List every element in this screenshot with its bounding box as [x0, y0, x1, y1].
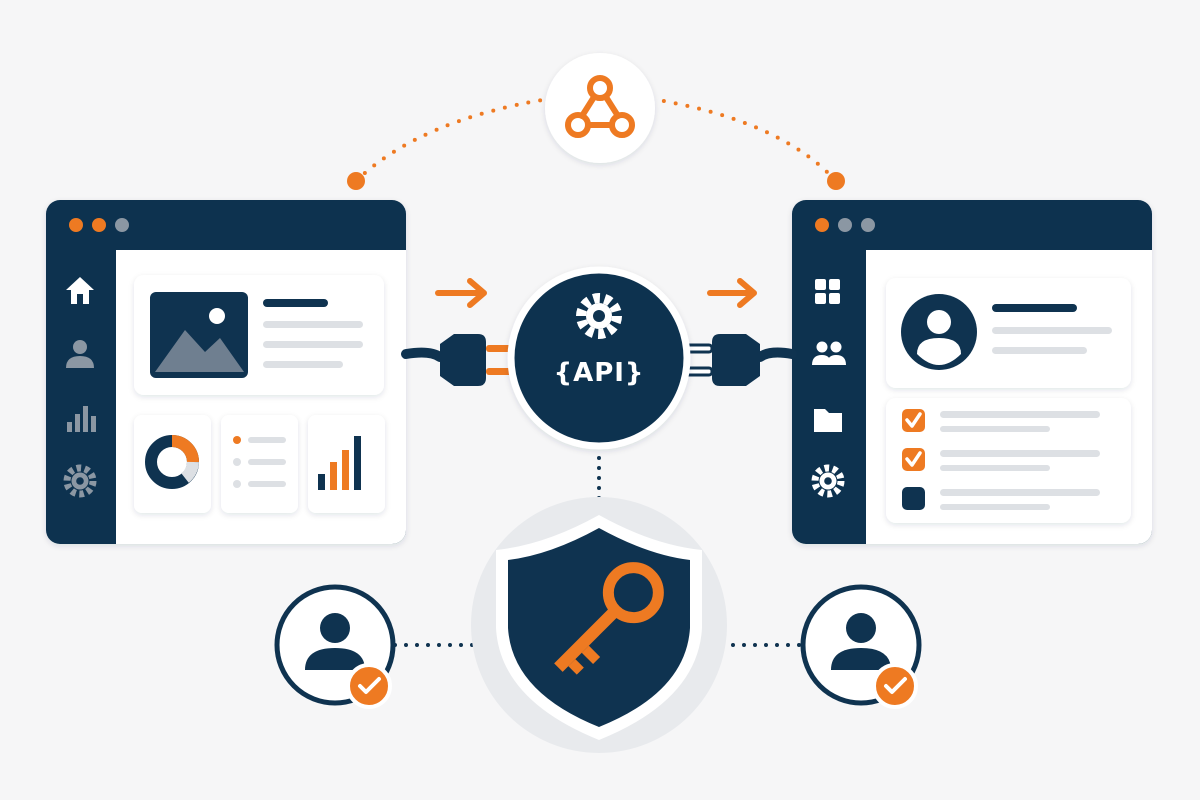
key-icon	[554, 562, 664, 675]
checklist-item[interactable]	[902, 409, 1100, 432]
text-line	[940, 450, 1100, 457]
image-placeholder-icon	[150, 292, 248, 378]
checklist-item[interactable]	[902, 487, 1100, 510]
gear-icon[interactable]	[811, 464, 845, 498]
text-line	[992, 347, 1087, 354]
left-sidebar	[63, 277, 97, 498]
text-line	[263, 361, 343, 368]
webhook-icon	[565, 75, 635, 138]
users-icon[interactable]	[812, 341, 846, 366]
window-dot[interactable]	[861, 218, 875, 232]
user-icon[interactable]	[66, 340, 94, 368]
api-label: {API}	[554, 358, 645, 388]
text-line	[940, 426, 1050, 432]
text-line	[992, 327, 1112, 334]
list-widget[interactable]	[221, 415, 298, 513]
user-node-left[interactable]	[274, 584, 396, 709]
text-line	[263, 299, 328, 307]
avatar	[901, 294, 977, 370]
left-plug	[401, 334, 518, 386]
text-line	[263, 321, 363, 328]
window-dot[interactable]	[69, 218, 83, 232]
check-badge-icon	[346, 663, 392, 709]
right-sidebar	[811, 279, 846, 498]
gear-icon[interactable]	[63, 464, 97, 498]
profile-card[interactable]	[886, 278, 1131, 388]
gear-icon	[576, 293, 622, 339]
check-badge-icon	[872, 663, 918, 709]
left-app-window[interactable]	[46, 200, 406, 544]
checklist-card[interactable]	[886, 398, 1131, 523]
window-controls	[69, 218, 129, 232]
connector-node	[827, 172, 845, 190]
connector-node	[347, 172, 365, 190]
text-line	[940, 411, 1100, 418]
window-controls	[815, 218, 875, 232]
arrow-right-icon	[707, 278, 757, 308]
text-line	[940, 465, 1050, 471]
text-line	[992, 304, 1077, 312]
checkbox-unchecked[interactable]	[902, 487, 925, 510]
text-line	[940, 489, 1100, 496]
grid-icon[interactable]	[815, 279, 840, 304]
bar-chart-icon	[318, 436, 361, 490]
bar-chart-icon[interactable]	[67, 406, 96, 432]
user-icon	[305, 613, 365, 670]
user-node-right[interactable]	[800, 584, 922, 709]
donut-chart-icon	[145, 435, 199, 489]
window-dot[interactable]	[838, 218, 852, 232]
webhook-node[interactable]	[545, 53, 655, 163]
right-plug	[678, 334, 797, 386]
bullet-list-icon	[233, 436, 286, 488]
home-icon[interactable]	[66, 277, 94, 304]
arrow-right-icon	[435, 278, 487, 308]
donut-widget[interactable]	[134, 415, 211, 513]
checklist-item[interactable]	[902, 448, 1100, 471]
user-icon	[831, 613, 891, 670]
right-app-window[interactable]	[792, 200, 1152, 544]
media-card[interactable]	[134, 275, 384, 395]
folder-icon[interactable]	[814, 409, 842, 432]
text-line	[940, 504, 1050, 510]
webhook-connector	[347, 97, 845, 190]
text-line	[263, 341, 363, 348]
window-dot[interactable]	[92, 218, 106, 232]
window-dot[interactable]	[115, 218, 129, 232]
security-node[interactable]	[471, 497, 727, 753]
window-dot[interactable]	[815, 218, 829, 232]
bar-widget[interactable]	[308, 415, 385, 513]
api-hub[interactable]: {API}	[507, 266, 691, 450]
